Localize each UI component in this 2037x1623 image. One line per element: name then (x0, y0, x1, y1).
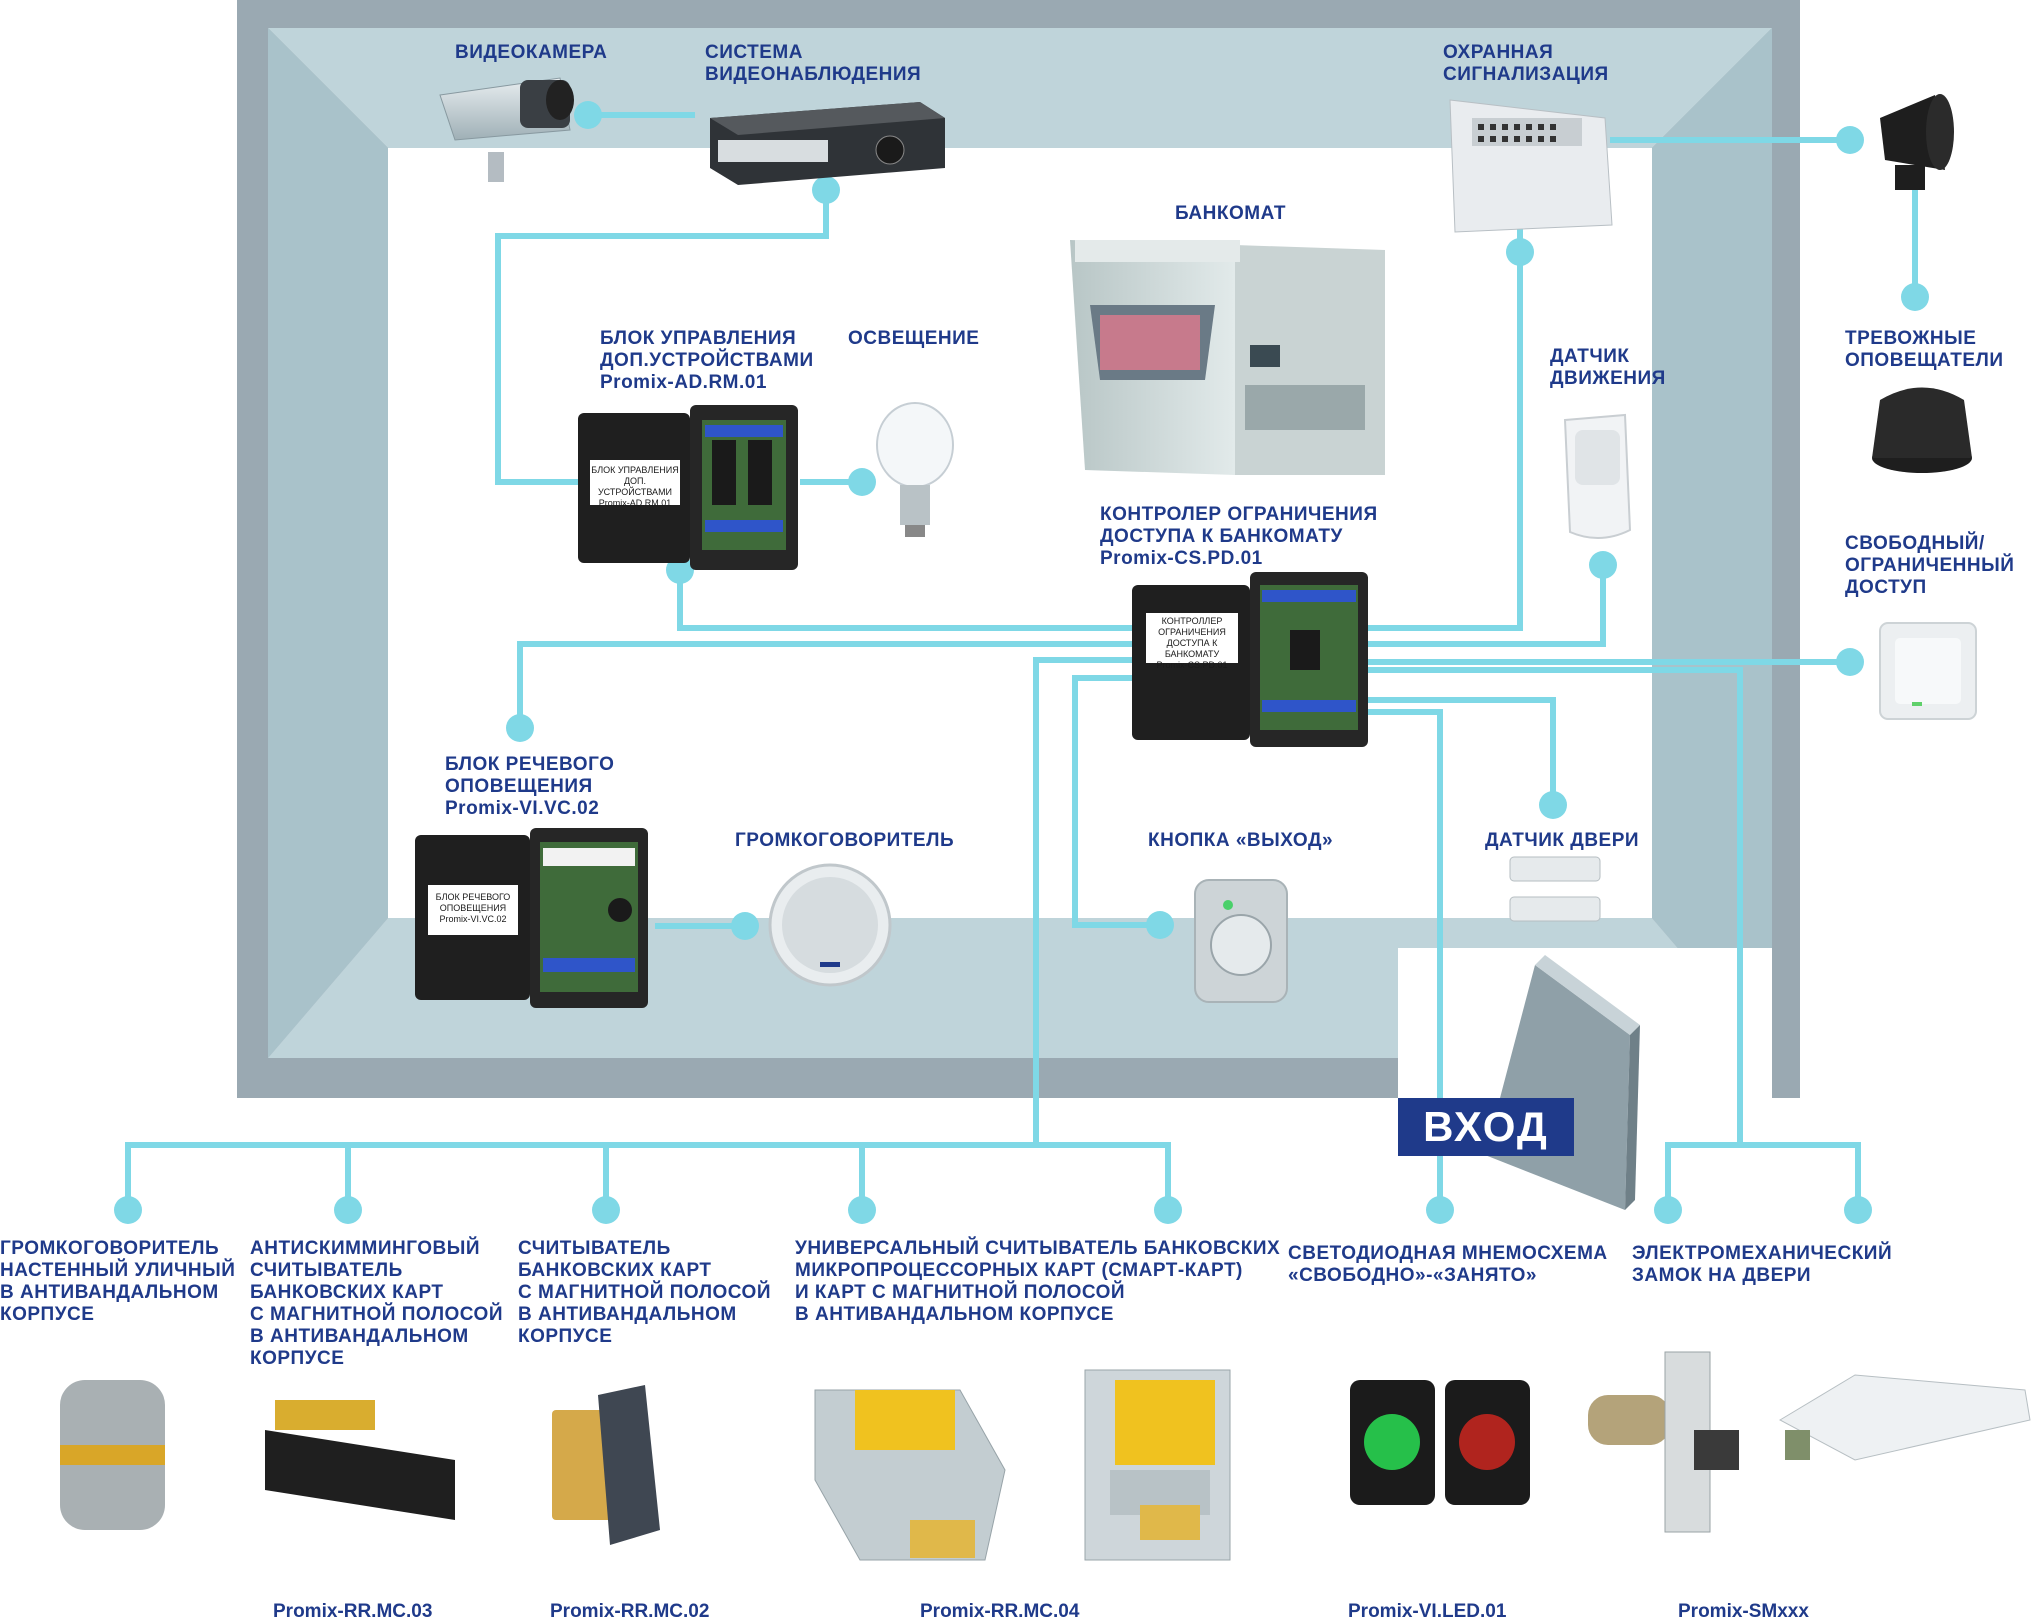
atm-icon (1070, 240, 1385, 475)
wire-dots (114, 101, 1929, 1224)
label-access-switch: СВОБОДНЫЙ/ ОГРАНИЧЕННЫЙ ДОСТУП (1845, 533, 2015, 598)
entrance-sign: ВХОД (1398, 1098, 1574, 1156)
alarm-panel-icon (1449, 99, 1613, 233)
label-voice-block: БЛОК РЕЧЕВОГО ОПОВЕЩЕНИЯ Promix-VI.VC.02 (445, 754, 615, 819)
label-outdoor-speaker: ГРОМКОГОВОРИТЕЛЬ НАСТЕННЫЙ УЛИЧНЫЙ В АНТ… (0, 1238, 236, 1325)
motion-sensor-icon (1563, 413, 1632, 540)
voice-block-caption: БЛОК РЕЧЕВОГО ОПОВЕЩЕНИЯ Promix-VI.VC.02 (435, 892, 511, 924)
door-contact-icon (1509, 856, 1601, 922)
mag-reader-device (552, 1385, 660, 1545)
label-lighting: ОСВЕЩЕНИЕ (848, 328, 980, 349)
label-speaker: ГРОМКОГОВОРИТЕЛЬ (735, 830, 955, 851)
cctv-camera-icon (439, 77, 574, 182)
label-security-alarm: ОХРАННАЯ СИГНАЛИЗАЦИЯ (1443, 42, 1609, 85)
light-bulb-icon (876, 402, 954, 537)
label-mag-reader: СЧИТЫВАТЕЛЬ БАНКОВСКИХ КАРТ С МАГНИТНОЙ … (518, 1238, 771, 1347)
voice-block-device (415, 828, 648, 1008)
label-universal-reader: УНИВЕРСАЛЬНЫЙ СЧИТЫВАТЕЛЬ БАНКОВСКИХ МИК… (795, 1238, 1281, 1325)
wall-switch-icon (1879, 622, 1977, 720)
wiring (125, 112, 1918, 1210)
label-antiskim-reader: АНТИСКИММИНГОВЫЙ СЧИТЫВАТЕЛЬ БАНКОВСКИХ … (250, 1238, 503, 1369)
label-lock: ЭЛЕКТРОМЕХАНИЧЕСКИЙ ЗАМОК НА ДВЕРИ (1632, 1243, 1893, 1286)
model-rr-mc-04: Promix-RR.MC.04 (920, 1601, 1080, 1622)
antiskim-reader-device (265, 1400, 455, 1520)
label-video-system: СИСТЕМА ВИДЕОНАБЛЮДЕНИЯ (705, 42, 922, 85)
label-atm: БАНКОМАТ (1175, 203, 1286, 224)
label-motion-sensor: ДАТЧИК ДВИЖЕНИЯ (1550, 346, 1666, 389)
outdoor-speaker-device (60, 1380, 165, 1530)
lock-device-1 (1588, 1351, 1739, 1533)
led-mnemo-device (1350, 1380, 1530, 1505)
aux-block-caption: БЛОК УПРАВЛЕНИЯ ДОП. УСТРОЙСТВАМИ Promix… (591, 465, 679, 508)
model-smxxx: Promix-SMxxx (1678, 1601, 1809, 1622)
universal-reader-device-1 (814, 1389, 1006, 1561)
lock-device-2 (1778, 1374, 2031, 1461)
label-led-mnemo: СВЕТОДИОДНАЯ МНЕМОСХЕМА «СВОБОДНО»-«ЗАНЯ… (1288, 1243, 1608, 1286)
strobe-light-icon (1872, 387, 1972, 473)
siren-icon (1880, 94, 1954, 190)
exit-button-icon (1194, 879, 1288, 1003)
controller-device (1132, 572, 1368, 747)
label-door-sensor: ДАТЧИК ДВЕРИ (1485, 830, 1640, 851)
controller-caption: КОНТРОЛЛЕР ОГРАНИЧЕНИЯ ДОСТУПА К БАНКОМА… (1156, 616, 1228, 670)
model-rr-mc-03: Promix-RR.MC.03 (273, 1601, 433, 1622)
model-vi-led-01: Promix-VI.LED.01 (1348, 1601, 1507, 1622)
aux-block-device (578, 405, 798, 570)
label-camera: ВИДЕОКАМЕРА (455, 42, 608, 63)
label-exit-button: КНОПКА «ВЫХОД» (1148, 830, 1334, 851)
label-alarm-notifiers: ТРЕВОЖНЫЕ ОПОВЕЩАТЕЛИ (1845, 328, 2004, 371)
dvr-recorder-icon (710, 102, 945, 185)
label-aux-block: БЛОК УПРАВЛЕНИЯ ДОП.УСТРОЙСТВАМИ Promix-… (600, 328, 814, 393)
model-rr-mc-02: Promix-RR.MC.02 (550, 1601, 710, 1622)
ceiling-speaker-icon (768, 863, 892, 987)
universal-reader-device-2 (1084, 1369, 1231, 1561)
label-controller: КОНТРОЛЕР ОГРАНИЧЕНИЯ ДОСТУПА К БАНКОМАТ… (1100, 504, 1378, 569)
